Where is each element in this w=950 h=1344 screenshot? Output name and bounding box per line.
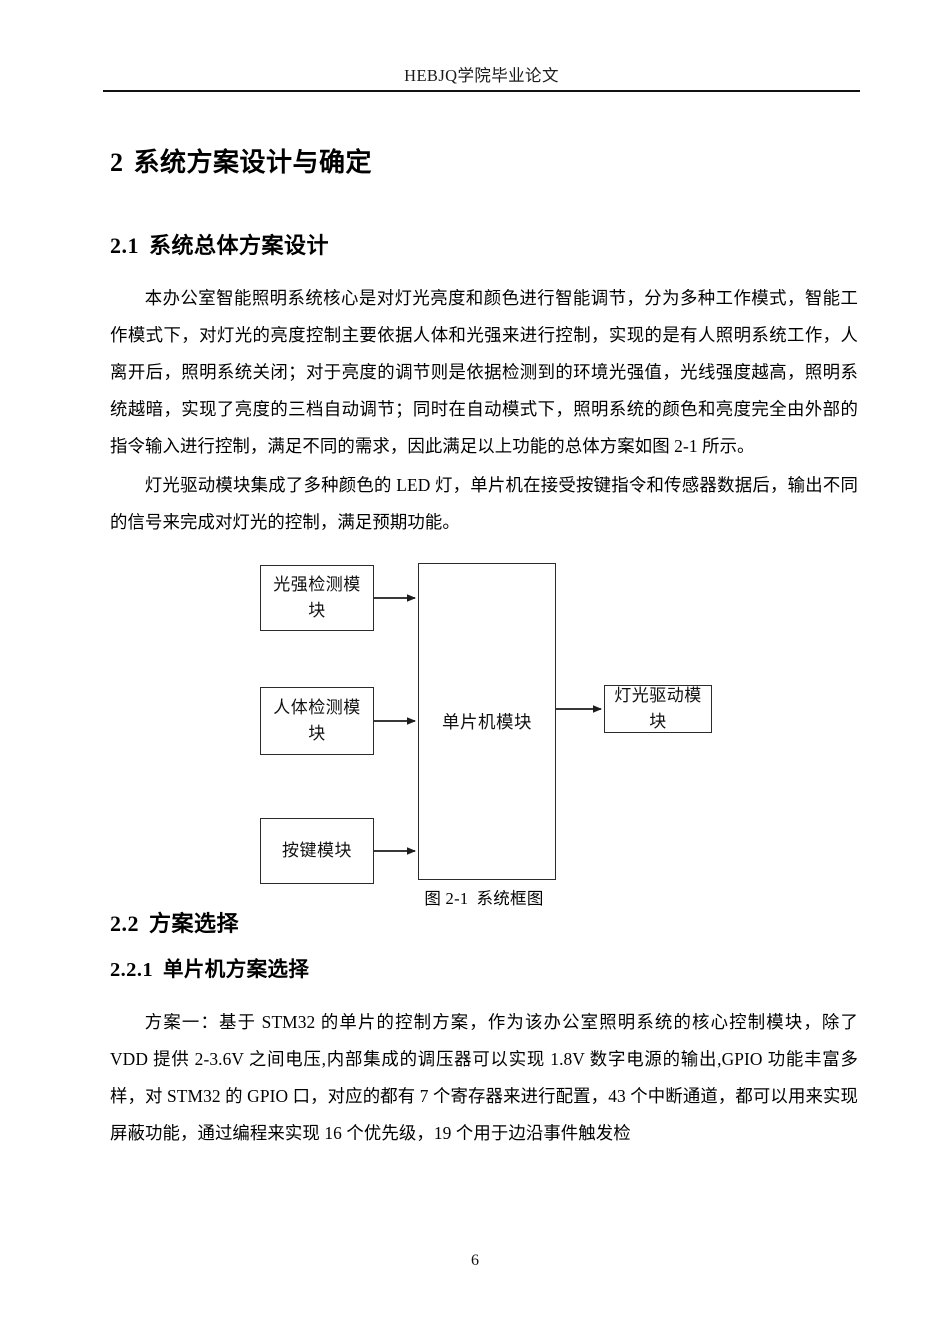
page-content: 2 系统方案设计与确定 2.1 系统总体方案设计 本办公室智能照明系统核心是对灯光亮… (110, 128, 858, 1152)
heading-2-2-1: 2.2.1 单片机方案选择 (110, 957, 858, 984)
heading-chapter-2: 2 系统方案设计与确定 (110, 146, 858, 180)
figure-caption-number: 图 2-1 (424, 889, 469, 909)
spacer (110, 260, 858, 280)
diagram-block-mcu-label: 单片机模块 (442, 711, 532, 732)
figure-system-block-diagram: 光强检测模块 人体检测模块 按键模块 单片机模块 灯光驱动模块 (110, 555, 858, 910)
paragraph-lamp-driver: 灯光驱动模块集成了多种颜色的 LED 灯，单片机在接受按键指令和传感器数据后，输… (110, 475, 858, 533)
heading-2-1-title: 系统总体方案设计 (149, 232, 330, 258)
figure-caption: 图 2-1 系统框图 (110, 885, 858, 909)
diagram-block-lamp-driver: 灯光驱动模块 (604, 685, 712, 734)
diagram-block-key-module-label: 按键模块 (282, 841, 352, 861)
heading-2-1: 2.1 系统总体方案设计 (110, 232, 858, 261)
diagram-canvas: 光强检测模块 人体检测模块 按键模块 单片机模块 灯光驱动模块 (110, 555, 858, 885)
heading-chapter-2-title: 系统方案设计与确定 (133, 148, 373, 177)
heading-2-2: 2.2 方案选择 (110, 910, 858, 939)
diagram-block-mcu: 单片机模块 (418, 563, 556, 881)
spacer (110, 984, 858, 1004)
diagram-block-light-sensor-label: 光强检测模块 (273, 575, 361, 621)
paragraph-system-overview: 本办公室智能照明系统核心是对灯光亮度和颜色进行智能调节，分为多种工作模式，智能工… (110, 288, 858, 457)
diagram-block-human-sensor-label: 人体检测模块 (273, 698, 361, 744)
spacer (110, 180, 858, 232)
diagram-block-light-sensor: 光强检测模块 (260, 565, 374, 632)
header-divider (103, 90, 860, 92)
spacer (110, 939, 858, 957)
running-header: HEBJQ学院毕业论文 (404, 66, 559, 85)
heading-2-2-1-number: 2.2.1 (110, 958, 153, 981)
page-number: 6 (471, 1252, 479, 1269)
heading-2-2-title: 方案选择 (149, 911, 240, 937)
heading-2-1-number: 2.1 (110, 232, 139, 258)
paragraph-stm32-scheme: 方案一：基于 STM32 的单片的控制方案，作为该办公室照明系统的核心控制模块，… (110, 1011, 858, 1143)
heading-2-2-number: 2.2 (110, 911, 139, 937)
diagram-block-lamp-driver-label: 灯光驱动模块 (614, 686, 702, 732)
figure-caption-title: 系统框图 (476, 889, 544, 909)
diagram-block-human-sensor: 人体检测模块 (260, 687, 374, 756)
heading-chapter-2-number: 2 (110, 148, 124, 177)
heading-2-2-1-title: 单片机方案选择 (163, 958, 310, 981)
diagram-block-key-module: 按键模块 (260, 818, 374, 885)
